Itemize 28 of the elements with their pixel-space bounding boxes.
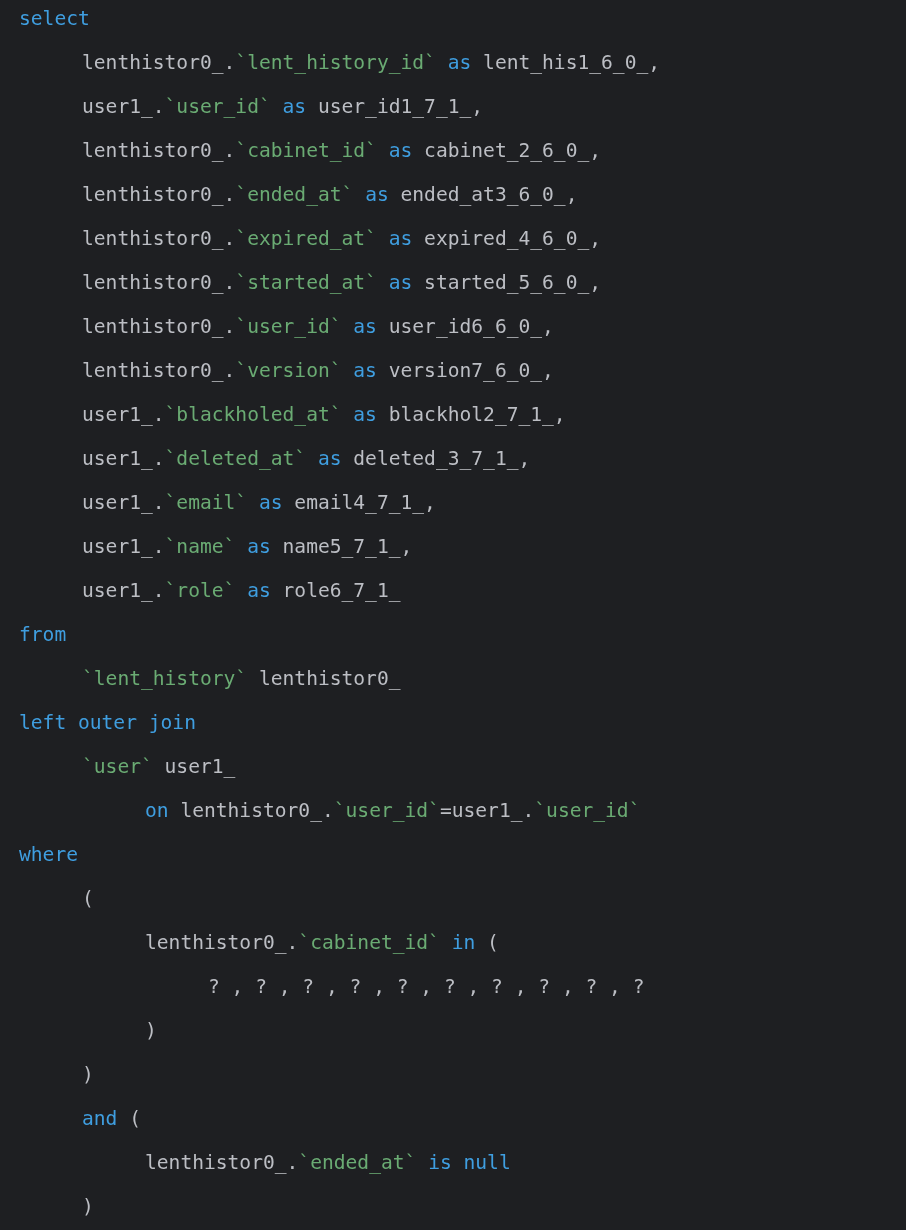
- code-line: lenthistor0_.`ended_at` is null: [145, 1150, 511, 1176]
- code-line: lenthistor0_.`cabinet_id` in (: [145, 930, 499, 956]
- code-line: from: [19, 622, 67, 648]
- code-line: lenthistor0_.`ended_at` as ended_at3_6_0_,: [82, 182, 578, 208]
- code-line: on lenthistor0_.`user_id`=user1_.`user_id`: [145, 798, 641, 824]
- code-line: where: [19, 842, 78, 868]
- code-line: lenthistor0_.`lent_history_id` as lent_his1_6_0_,: [82, 50, 661, 76]
- code-line: and (: [82, 1106, 141, 1132]
- code-line: select: [19, 6, 90, 32]
- code-line: user1_.`role` as role6_7_1_: [82, 578, 401, 604]
- code-line: lenthistor0_.`expired_at` as expired_4_6_0_,: [82, 226, 602, 252]
- code-line: (: [82, 886, 94, 912]
- code-line: user1_.`deleted_at` as deleted_3_7_1_,: [82, 446, 531, 472]
- code-line: lenthistor0_.`cabinet_id` as cabinet_2_6_0_,: [82, 138, 602, 164]
- code-line: ): [82, 1194, 94, 1220]
- code-line: ): [82, 1062, 94, 1088]
- code-line: left outer join: [19, 710, 196, 736]
- code-line: user1_.`name` as name5_7_1_,: [82, 534, 413, 560]
- code-line: user1_.`user_id` as user_id1_7_1_,: [82, 94, 484, 120]
- code-line: user1_.`email` as email4_7_1_,: [82, 490, 436, 516]
- code-line: lenthistor0_.`version` as version7_6_0_,: [82, 358, 554, 384]
- code-line: user1_.`blackholed_at` as blackhol2_7_1_,: [82, 402, 566, 428]
- code-line: ): [145, 1018, 157, 1044]
- code-line: ? , ? , ? , ? , ? , ? , ? , ? , ? , ?: [208, 974, 645, 1000]
- code-line: lenthistor0_.`started_at` as started_5_6_0_,: [82, 270, 602, 296]
- code-line: lenthistor0_.`user_id` as user_id6_6_0_,: [82, 314, 554, 340]
- code-line: `lent_history` lenthistor0_: [82, 666, 401, 692]
- code-line: `user` user1_: [82, 754, 236, 780]
